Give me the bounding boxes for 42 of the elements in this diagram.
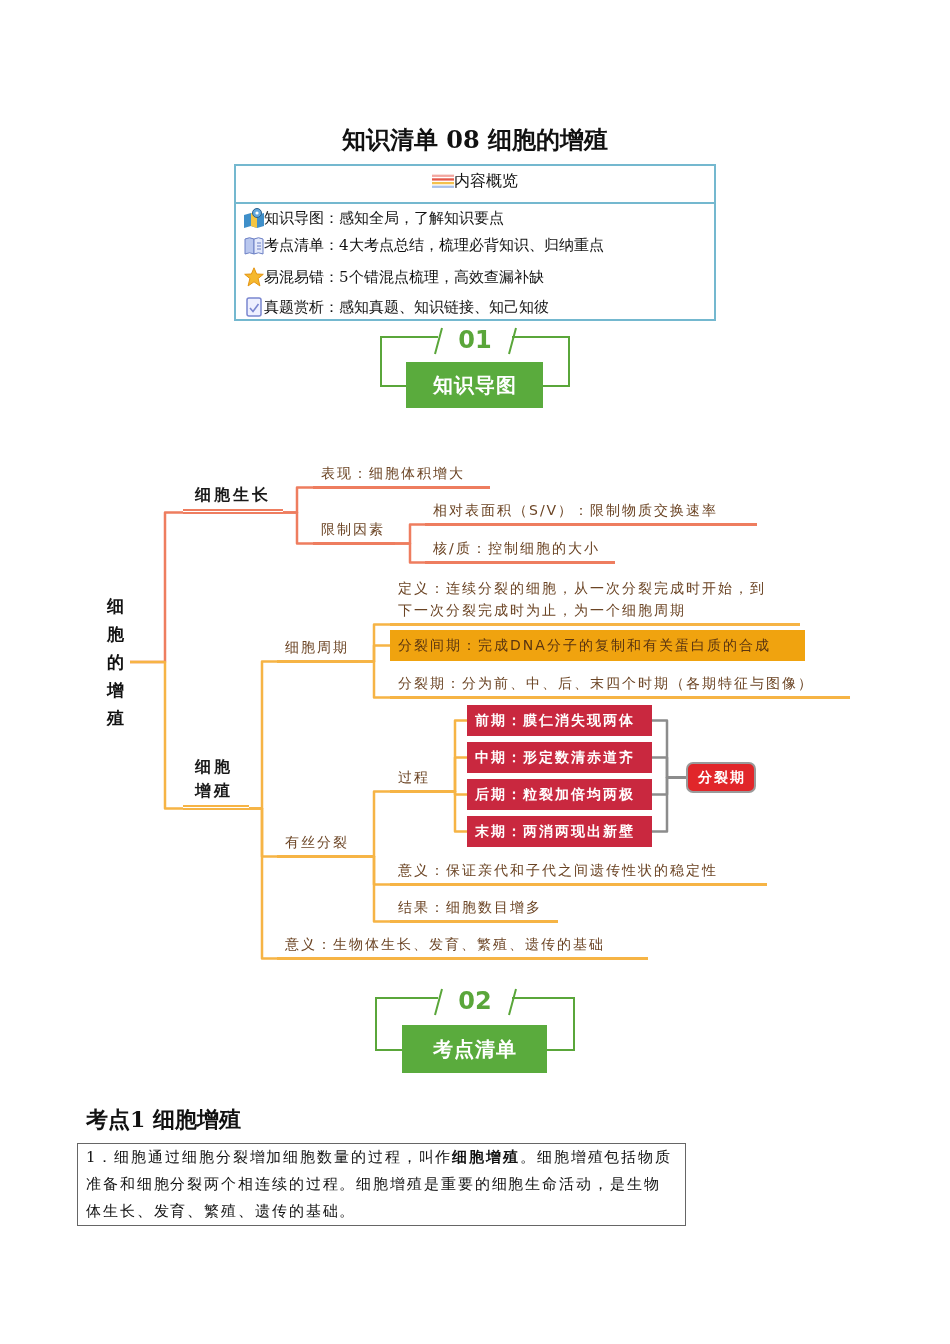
section-number: 02: [458, 988, 492, 1014]
connector-line: [358, 660, 390, 699]
branch-label: 结果：细胞数目增多: [390, 894, 558, 923]
banner-title: 考点清单: [402, 1025, 547, 1073]
overview-item: 易混易错：5个错混点梳理，高效查漏补缺: [264, 267, 544, 287]
branch-label: 过程: [390, 764, 437, 793]
branch-label: 相对表面积（S/V）：限制物质交换速率: [425, 498, 757, 526]
overview-item: 真题赏析：感知真题、知识链接、知己知彼: [264, 297, 549, 317]
overview-item: 考点清单：4大考点总结，梳理必背知识、归纳重点: [264, 235, 604, 255]
connector-line: [283, 511, 313, 545]
branch-label: 限制因素: [313, 517, 395, 545]
branch-label: 细胞周期: [277, 634, 358, 663]
phase-box: 末期：两消两现出新壁: [467, 816, 652, 847]
overview-panel: [234, 164, 716, 321]
connector-line: [249, 807, 277, 960]
page-title: 知识清单 08 细胞的增殖: [341, 125, 609, 154]
branch-label: 细胞增殖: [183, 752, 249, 810]
connector-line: [130, 660, 183, 810]
section-number: 01: [458, 327, 492, 353]
bordered-paragraph: 1．细胞通过细胞分裂增加细胞数量的过程，叫作细胞增殖。细胞增殖包括物质准备和细胞分裂两个相连续的过程。细胞增殖是重要的细胞生命活动，是生物体生长、发育、繁殖、遗传的基础。: [77, 1143, 686, 1226]
connector-line: [358, 855, 390, 923]
phase-box: 中期：形定数清赤道齐: [467, 742, 652, 773]
phase-box: 后期：粒裂加倍均两极: [467, 779, 652, 810]
banner-title: 知识导图: [406, 362, 543, 408]
summary-box: 分裂期: [686, 762, 756, 793]
branch-label: 有丝分裂: [277, 829, 358, 858]
connector-line: [652, 776, 686, 833]
phase-box: 前期：膜仁消失现两体: [467, 705, 652, 736]
branch-label: 分裂期：分为前、中、后、末四个时期（各期特征与图像）: [390, 671, 850, 699]
overview-item: 知识导图：感知全局，了解知识要点: [264, 208, 504, 228]
branch-label: 意义：生物体生长、发育、繁殖、遗传的基础: [277, 931, 648, 960]
connector-line: [437, 790, 467, 833]
section-heading: 考点1 细胞增殖: [86, 1105, 241, 1134]
highlight-box: 分裂间期：完成DNA分子的复制和有关蛋白质的合成: [390, 630, 805, 661]
branch-label: 意义：保证亲代和子代之间遗传性状的稳定性: [390, 857, 767, 886]
connector-line: [395, 542, 425, 564]
root-topic: 细胞的增殖: [100, 592, 130, 732]
branch-label: 细胞生长: [183, 484, 283, 514]
branch-label: 定义：连续分裂的细胞，从一次分裂完成时开始，到下一次分裂完成时为止，为一个细胞周期: [390, 574, 800, 626]
panel-heading: 内容概览: [454, 170, 518, 192]
branch-label: 表现：细胞体积增大: [313, 461, 490, 489]
branch-label: 核/质：控制细胞的大小: [425, 536, 615, 564]
